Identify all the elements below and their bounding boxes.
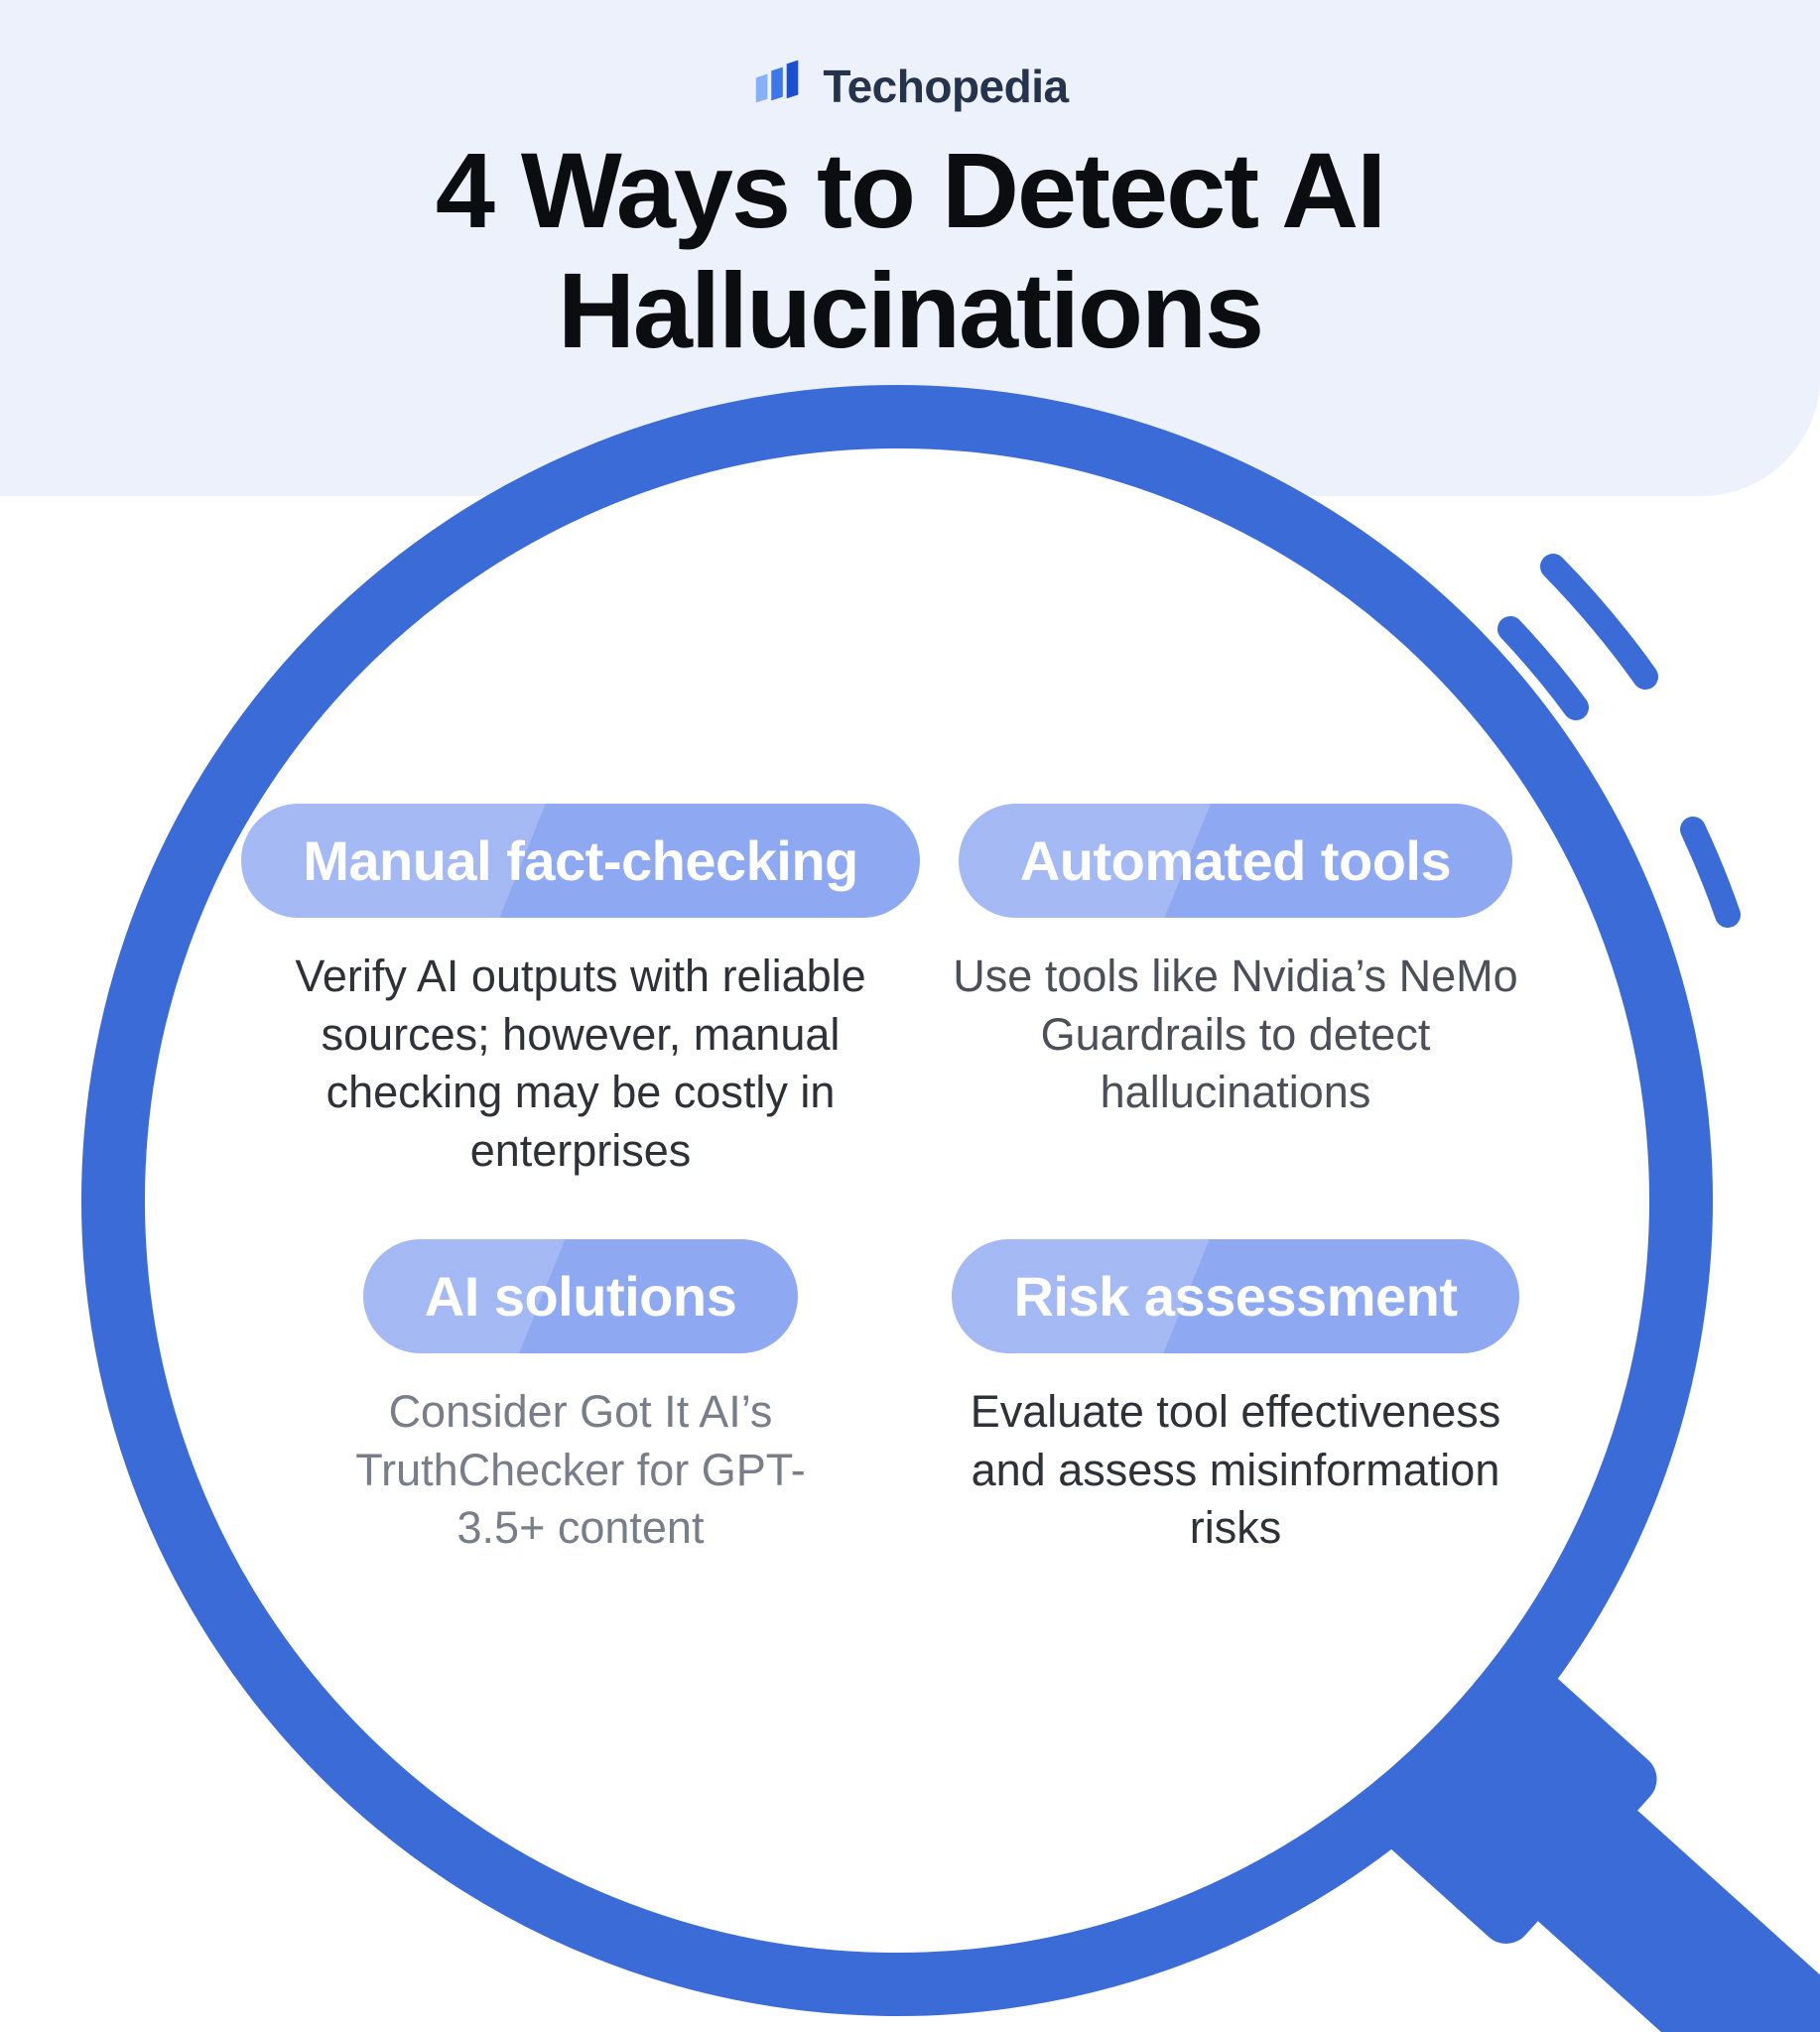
method-description: Use tools like Nvidia’s NeMo Guardrails … [953,951,1518,1117]
method-card-ai-solutions: AI solutions Consider Got It AI’s TruthC… [342,1239,819,1558]
techopedia-logo-icon [756,60,799,103]
method-label: AI solutions [424,1265,737,1328]
brand-logo: Techopedia [0,0,1820,115]
method-label: Manual fact-checking [303,829,858,892]
method-card-automated-tools: Automated tools Use tools like Nvidia’s … [928,804,1543,1180]
method-pill: AI solutions [362,1239,799,1353]
method-description: Verify AI outputs with reliable sources;… [295,951,866,1176]
method-card-risk-assessment: Risk assessment Evaluate tool effectiven… [943,1239,1528,1558]
page-title: 4 Ways to Detect AI Hallucinations [0,130,1820,371]
page-title-line1: 4 Ways to Detect AI [435,130,1386,250]
method-pill: Automated tools [958,804,1513,918]
method-pill: Risk assessment [952,1239,1519,1353]
page-title-line2: Hallucinations [557,249,1264,370]
method-pill: Manual fact-checking [241,804,920,918]
methods-grid: Manual fact-checking Verify AI outputs w… [241,804,1563,1558]
brand-name: Techopedia [823,61,1069,112]
method-label: Risk assessment [1013,1265,1458,1328]
method-description: Consider Got It AI’s TruthChecker for GP… [355,1386,806,1553]
method-description: Evaluate tool effectiveness and assess m… [970,1386,1501,1553]
method-card-manual-fact-checking: Manual fact-checking Verify AI outputs w… [241,804,920,1180]
method-label: Automated tools [1019,829,1452,892]
